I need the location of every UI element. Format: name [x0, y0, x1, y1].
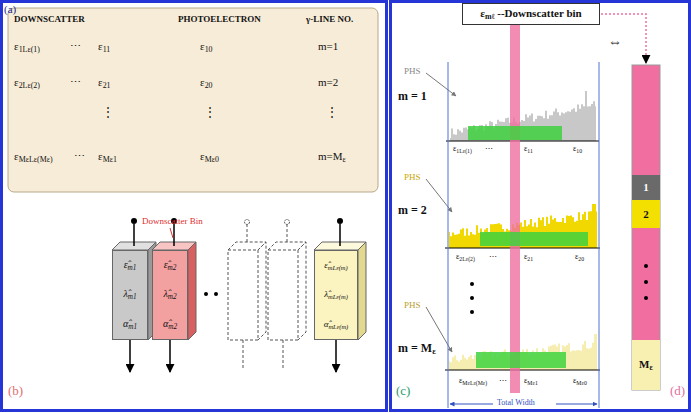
axis-label: ⋯ — [488, 252, 498, 261]
pin-head — [131, 218, 137, 224]
table-header: γ-LINE NO. — [306, 14, 353, 24]
axis-label: ε21 — [523, 252, 534, 262]
leader-line — [170, 228, 173, 238]
input-pin — [339, 224, 341, 246]
bar-segment: 1 — [632, 175, 660, 200]
parameter-column: ε̂m1 λ̂m1 α̂m1 — [112, 250, 148, 340]
width-label: Total Width — [497, 398, 535, 407]
parameter-label: ε̂m1 — [124, 259, 137, 272]
callout-label: Downscatter Bin — [142, 216, 203, 226]
parameter-label: λ̂mLε(m) — [324, 289, 348, 300]
axis-label: εMεLε(Mε) — [458, 376, 488, 386]
parameter-column: ε̂mLε(m) λ̂mLε(m) α̂mLε(m) — [314, 250, 358, 340]
table-header: PHOTOELECTRON — [178, 14, 261, 24]
photoelectron-window — [468, 126, 588, 368]
pulse-height-spectrum — [450, 91, 596, 141]
parameter-label: α̂mLε(m) — [324, 319, 349, 330]
table-cell: ε20 — [200, 76, 213, 90]
bar-segment — [632, 65, 660, 175]
ellipsis-dots — [644, 264, 648, 300]
baseline — [445, 248, 600, 249]
axis-label: ⋯ — [484, 144, 494, 153]
table-panel — [8, 8, 378, 192]
pin-heads — [245, 220, 290, 225]
axis-label: ε1Lε(1) — [452, 144, 473, 154]
table-cell: ε2Lε(2) — [14, 76, 40, 90]
dashed-column — [228, 224, 306, 368]
column-side — [358, 242, 366, 340]
line-label: m = 1 — [398, 90, 427, 104]
table-cell: m=1 — [318, 40, 338, 53]
axis-label: εMε1 — [523, 376, 539, 386]
pin-head — [337, 218, 343, 224]
panel-letter: (a) — [4, 3, 16, 16]
bar-outline — [632, 65, 660, 390]
input-pin — [173, 224, 175, 246]
downscatter-bar — [510, 25, 520, 393]
parameter-label: λ̂m1 — [123, 288, 136, 301]
table-cell: ⋯ — [70, 76, 81, 89]
parameter-label: α̂m1 — [123, 318, 137, 331]
pulse-height-spectrum — [449, 204, 597, 248]
table-cell: ⋯ — [70, 40, 81, 53]
map-leader — [601, 14, 646, 63]
baseline — [446, 141, 599, 142]
panel-border — [391, 2, 690, 411]
table-cell: εMε1 — [98, 150, 117, 164]
panel-letter: (c) — [396, 384, 410, 399]
output-arrow — [129, 340, 131, 372]
axis-label: ε2Lε(2) — [455, 252, 476, 262]
column-side — [188, 242, 196, 340]
table-cell: ⋮ — [326, 106, 338, 120]
baseline — [445, 370, 600, 371]
table-cell: εMεLε(Mε) — [14, 150, 53, 164]
curve-label: PHS — [404, 172, 421, 182]
bar-segment: Mε — [632, 340, 660, 390]
parameter-label: ε̂m2 — [164, 259, 177, 272]
table-cell: m=Mε — [318, 150, 346, 164]
table-cell: m=2 — [318, 76, 338, 89]
bin-label-box: εmℓ --Downscatter bin — [462, 3, 600, 25]
output-arrow — [335, 340, 337, 372]
axis-label: ε11 — [523, 144, 534, 154]
node-label: 1 — [643, 181, 649, 194]
width-line — [448, 62, 599, 408]
node-label: Mε — [639, 358, 653, 372]
table-cell: εMε0 — [200, 150, 219, 164]
output-arrow — [169, 340, 171, 372]
axis-label: εMε0 — [572, 376, 588, 386]
table-header: DOWNSCATTER — [14, 14, 85, 24]
node-label: εmℓ --Downscatter bin — [480, 7, 581, 21]
panel-letter: (d) — [670, 384, 685, 399]
table-cell: ⋮ — [102, 106, 114, 120]
table-cell: ε10 — [200, 40, 213, 54]
equivalence-symbol: ⇔ — [608, 34, 622, 50]
parameter-label: α̂m2 — [163, 318, 177, 331]
curve-label: PHS — [404, 300, 421, 310]
axis-label: ⋯ — [498, 376, 508, 385]
panel-letter: (b) — [8, 384, 23, 399]
table-cell: ε1Lε(1) — [14, 40, 40, 54]
curve-label: PHS — [404, 66, 421, 76]
panel-border — [2, 2, 387, 411]
bar-segment — [632, 228, 660, 340]
bar-segment: 2 — [632, 200, 660, 228]
line-label: m = 2 — [398, 204, 427, 218]
axis-label: ε10 — [572, 144, 583, 154]
input-pin — [133, 224, 135, 246]
table-cell: ε11 — [98, 40, 110, 54]
leader-line — [426, 73, 456, 96]
pulse-height-spectrum — [449, 334, 597, 370]
parameter-column: ε̂m2 λ̂m2 α̂m2 — [152, 250, 188, 340]
node-label: 2 — [643, 208, 649, 221]
parameter-label: ε̂mLε(m) — [324, 260, 347, 271]
parameter-label: λ̂m2 — [163, 288, 176, 301]
table-cell: ε21 — [98, 76, 111, 90]
axis-label: ε20 — [574, 252, 585, 262]
table-cell: ⋮ — [204, 106, 216, 120]
line-label: m = Mε — [398, 342, 436, 357]
table-cell: ⋯ — [74, 150, 85, 163]
